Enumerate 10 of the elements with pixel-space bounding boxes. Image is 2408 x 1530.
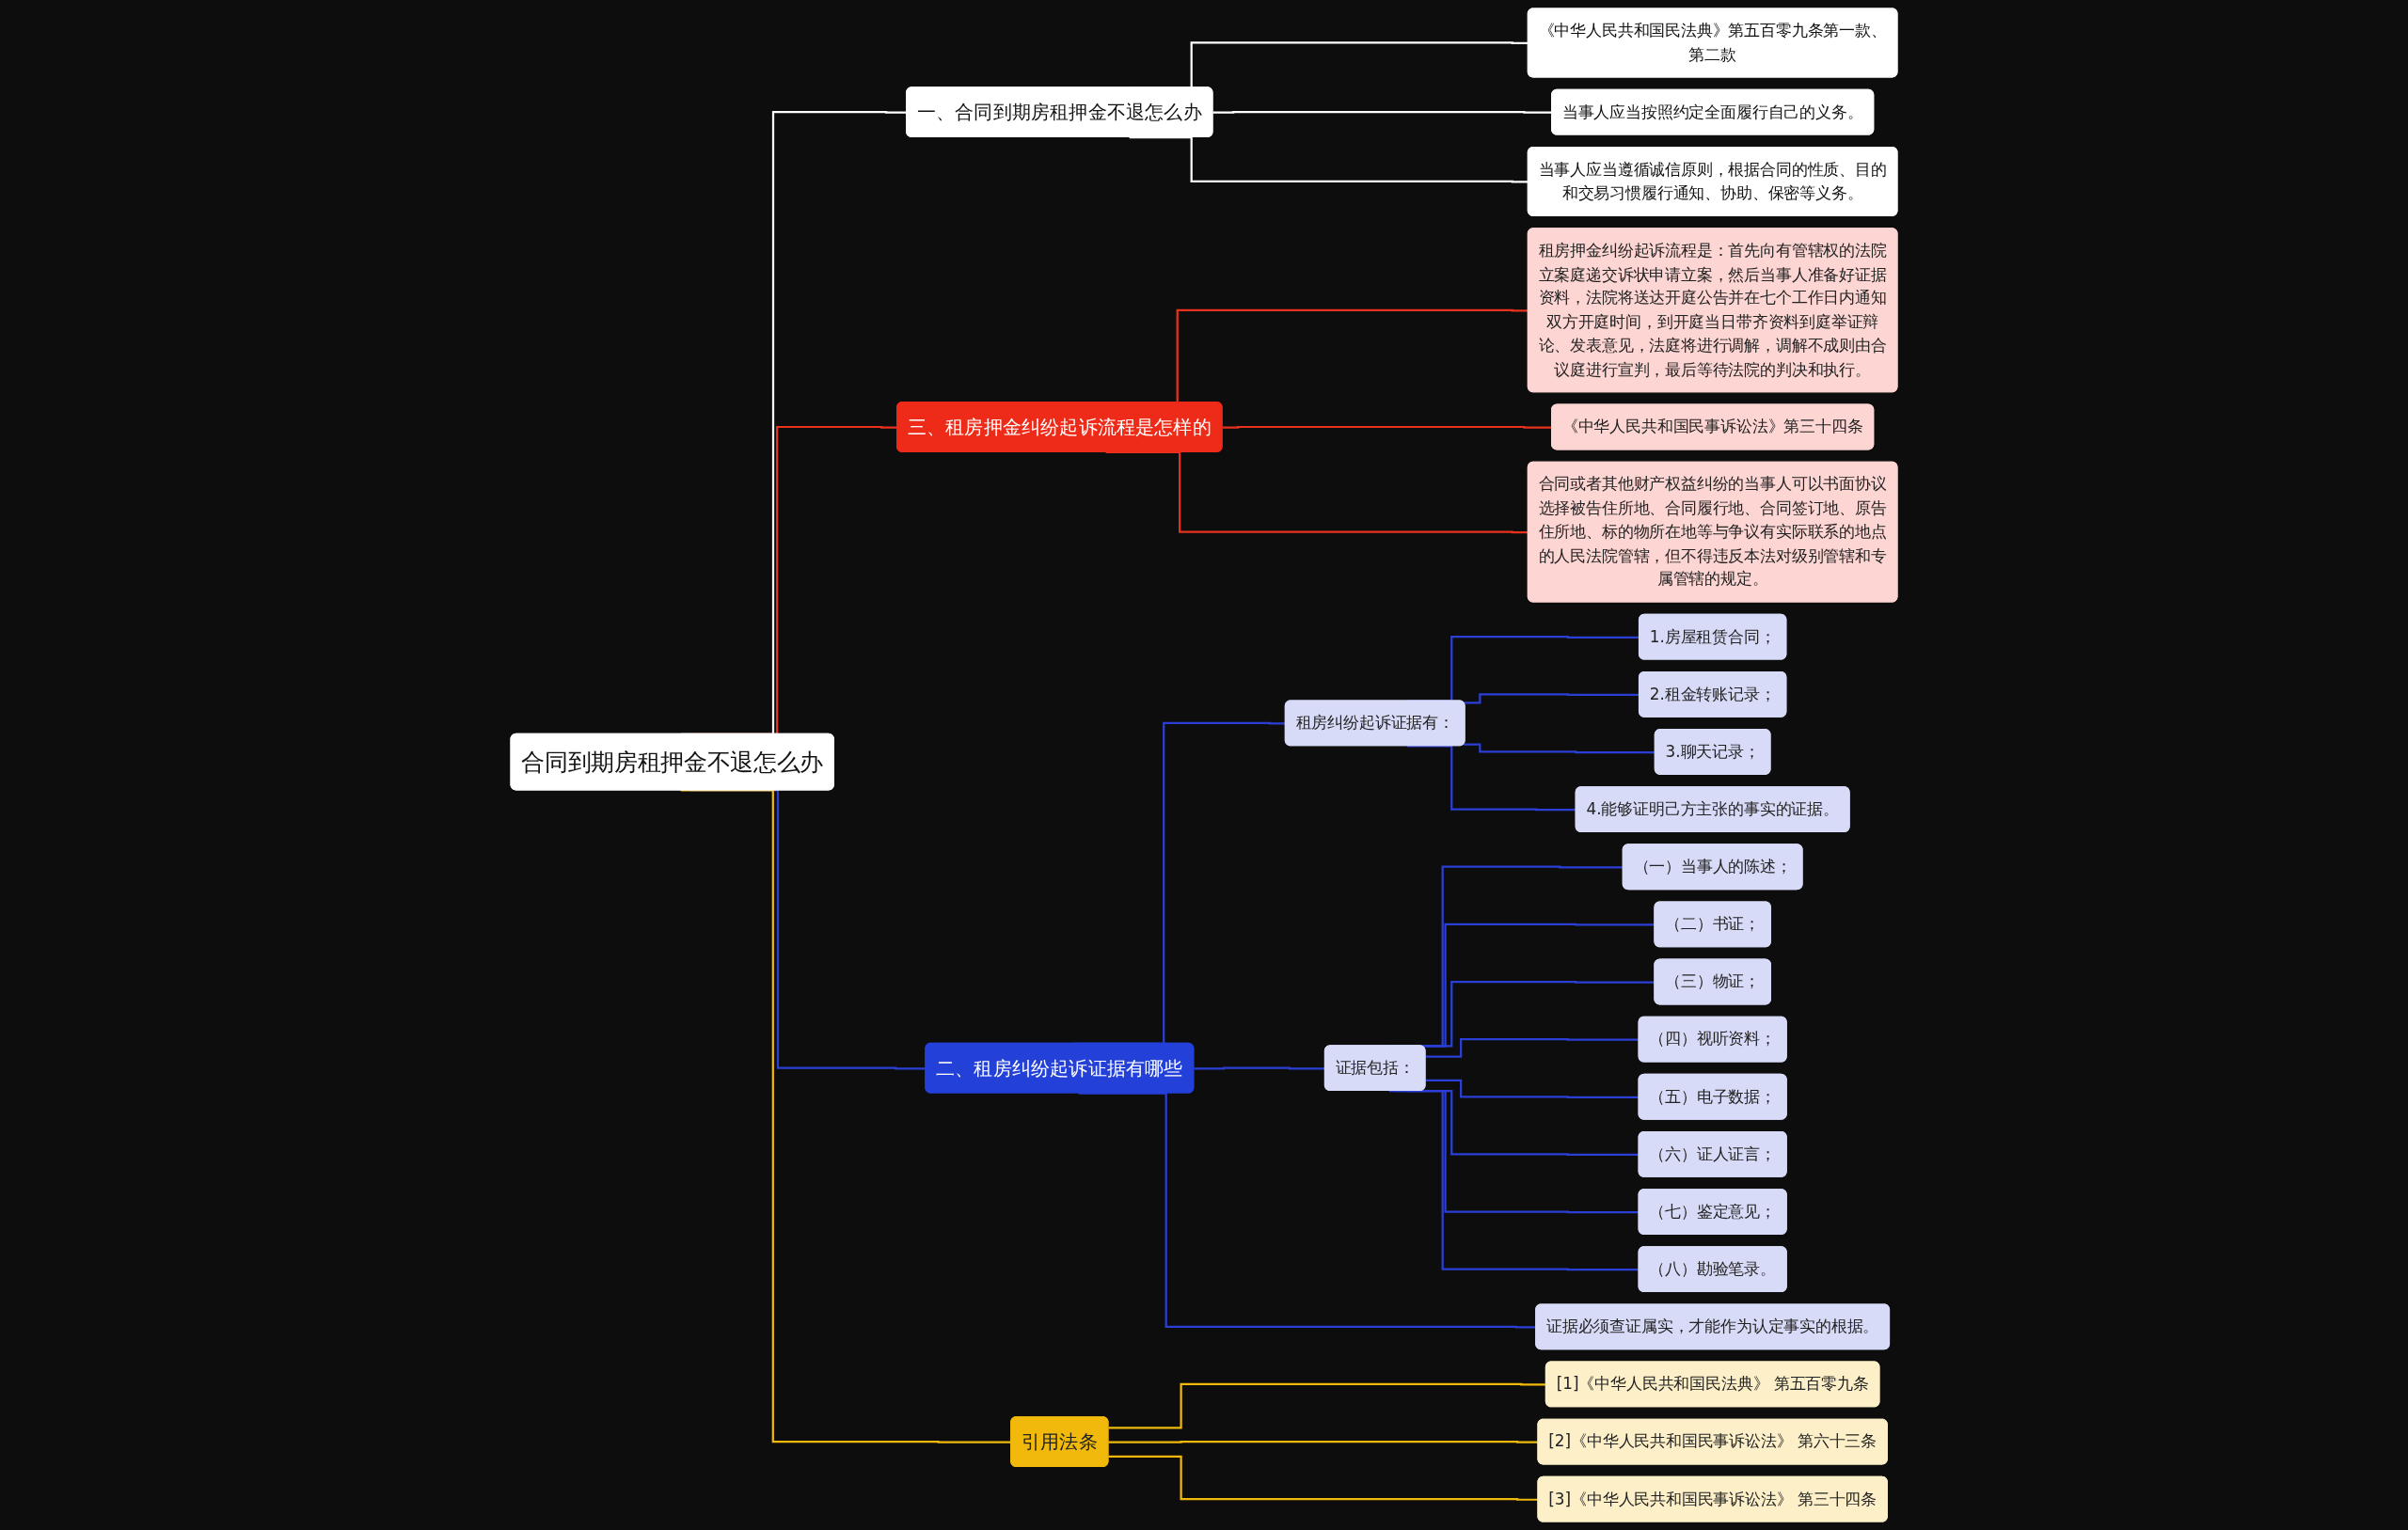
- connector: [1388, 1090, 1640, 1271]
- connector: [1108, 1455, 1539, 1501]
- connector: [1194, 1066, 1325, 1070]
- connector: [1425, 1038, 1640, 1058]
- connector: [1108, 1382, 1546, 1429]
- connector: [1425, 1079, 1640, 1098]
- connector: [1129, 136, 1529, 183]
- connector: [1108, 1440, 1539, 1443]
- connector: [1463, 743, 1656, 754]
- connector: [1406, 745, 1576, 812]
